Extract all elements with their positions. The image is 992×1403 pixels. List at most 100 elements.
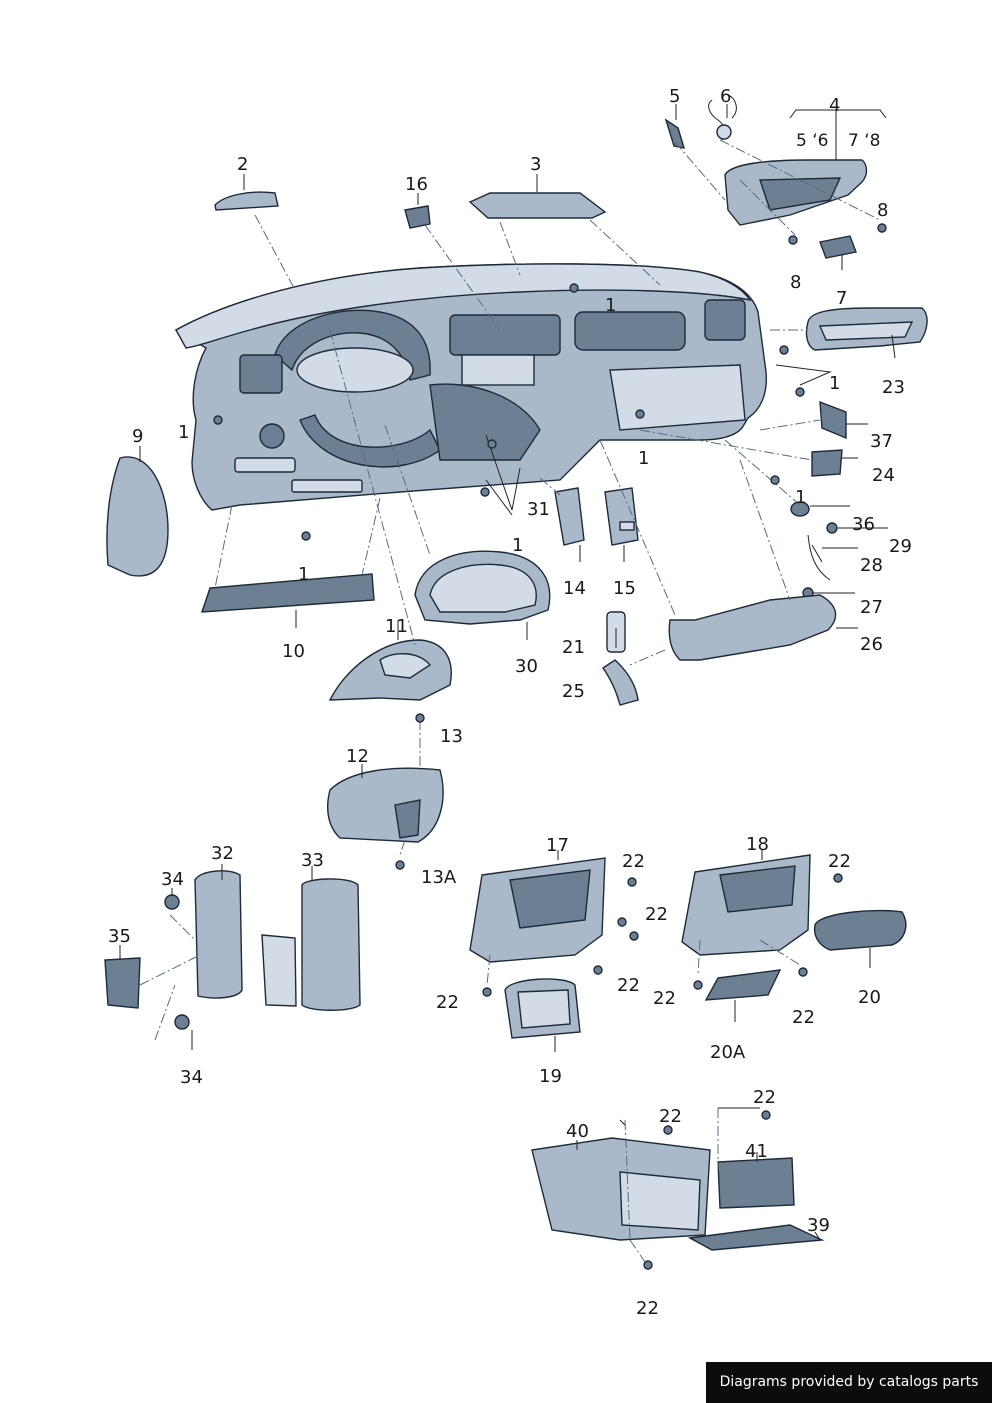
part-24-cap — [811, 449, 843, 477]
callout-31: 31 — [527, 499, 550, 520]
callout-1-center: 1 — [638, 448, 649, 469]
callout-25: 25 — [562, 681, 585, 702]
part-12-column-cover-lower — [327, 767, 444, 843]
part-26-lower-tray — [668, 594, 837, 661]
part-33-panel — [261, 878, 361, 1011]
callout-1-lower-left: 1 — [298, 564, 309, 585]
callout-39: 39 — [807, 1215, 830, 1236]
callout-20a: 20A — [710, 1042, 746, 1063]
part-4-vent-housing — [724, 159, 868, 226]
callout-28: 28 — [860, 555, 883, 576]
callout-24: 24 — [872, 465, 895, 486]
callout-2: 2 — [237, 154, 248, 175]
callout-14: 14 — [563, 578, 586, 599]
lead-lines — [139, 139, 881, 1263]
part-10-lower-panel — [201, 573, 375, 613]
callout-7: 7 — [836, 288, 847, 309]
callout-41: 41 — [745, 1141, 768, 1162]
part-6-spring — [708, 94, 737, 141]
callout-4-sub-b: 7 ʻ8 — [848, 131, 880, 151]
callout-30: 30 — [515, 656, 538, 677]
callout-34-top: 34 — [161, 869, 184, 890]
callout-20: 20 — [858, 987, 881, 1008]
callout-22-g: 22 — [792, 1007, 815, 1028]
part-23-vent-trim — [805, 307, 928, 351]
part-14-clip — [554, 487, 585, 546]
part-40-box — [531, 1137, 711, 1241]
callout-18: 18 — [746, 834, 769, 855]
part-28-29-spring — [807, 534, 831, 581]
callout-40: 40 — [566, 1121, 589, 1142]
part-18-storage-housing — [681, 854, 811, 956]
callout-9: 9 — [132, 426, 143, 447]
callout-10: 10 — [282, 641, 305, 662]
part-11-column-cover-upper — [328, 639, 452, 701]
callout-35: 35 — [108, 926, 131, 947]
part-9-end-cover — [106, 456, 169, 577]
callout-1-mid: 1 — [512, 535, 523, 556]
part-20a-lid — [704, 969, 782, 1001]
callout-19: 19 — [539, 1066, 562, 1087]
callout-15: 15 — [613, 578, 636, 599]
callout-4: 4 — [829, 95, 840, 116]
part-35-bracket — [104, 957, 141, 1009]
part-1-cap-round — [790, 501, 810, 517]
part-37-bracket — [819, 400, 847, 440]
callout-22-f: 22 — [653, 988, 676, 1009]
callout-12: 12 — [346, 746, 369, 767]
callout-23: 23 — [882, 377, 905, 398]
part-17-storage-housing — [469, 857, 606, 963]
part-30-instrument-frame — [414, 550, 551, 625]
callout-16: 16 — [405, 174, 428, 195]
callout-22-d: 22 — [436, 992, 459, 1013]
callout-36: 36 — [852, 514, 875, 535]
callout-13a: 13A — [421, 867, 457, 888]
callout-22-e: 22 — [828, 851, 851, 872]
callout-22-i: 22 — [659, 1106, 682, 1127]
part-25-elbow — [602, 659, 639, 706]
callout-34-bottom: 34 — [180, 1067, 203, 1088]
part-5-clip — [664, 118, 686, 149]
callout-22-b: 22 — [645, 904, 668, 925]
part-19-frame — [504, 978, 581, 1039]
part-15-clip — [604, 487, 639, 546]
part-32-bracket-plate — [194, 870, 243, 999]
callout-22-c: 22 — [617, 975, 640, 996]
callout-33: 33 — [301, 850, 324, 871]
callout-leaders — [119, 104, 896, 1241]
part-2-trim-cover — [214, 191, 279, 211]
callout-1-lower-right: 1 — [795, 487, 806, 508]
callout-21: 21 — [562, 637, 585, 658]
callout-32: 32 — [211, 843, 234, 864]
callout-13: 13 — [440, 726, 463, 747]
callout-6: 6 — [720, 86, 731, 107]
callout-3: 3 — [530, 154, 541, 175]
part-3-cover-strip — [468, 192, 607, 219]
callout-1-top: 1 — [605, 295, 616, 316]
part-39-mat — [687, 1224, 825, 1251]
part-16-cap — [404, 205, 431, 229]
callout-29: 29 — [889, 536, 912, 557]
callout-22-a: 22 — [622, 851, 645, 872]
part-41-cover — [717, 1157, 795, 1209]
dashboard-main-assembly — [174, 263, 767, 511]
fastener-screws — [213, 223, 887, 1270]
part-7-bracket — [819, 235, 857, 259]
callout-11: 11 — [385, 616, 408, 637]
callout-8-right: 8 — [877, 200, 888, 221]
callout-1-right: 1 — [829, 373, 840, 394]
callout-8-left: 8 — [790, 272, 801, 293]
callout-labels: 2 16 3 5 6 4 5 ʻ6 7 ʻ8 8 8 7 1 1 23 37 1… — [108, 86, 912, 1319]
callout-4-sub-a: 5 ʻ6 — [796, 131, 828, 151]
callout-22-h: 22 — [753, 1087, 776, 1108]
part-36-screw — [826, 522, 838, 534]
callout-27: 27 — [860, 597, 883, 618]
part-20-lid — [813, 909, 907, 951]
callout-17: 17 — [546, 835, 569, 856]
callout-22-j: 22 — [636, 1298, 659, 1319]
footer-credit: Diagrams provided by catalogs parts — [706, 1362, 992, 1403]
callout-1-left: 1 — [178, 422, 189, 443]
callout-5: 5 — [669, 86, 680, 107]
callout-37: 37 — [870, 431, 893, 452]
